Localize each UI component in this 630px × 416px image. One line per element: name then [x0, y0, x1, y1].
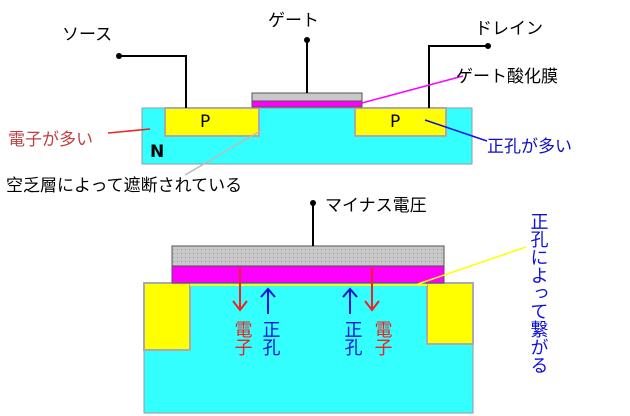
electron-label-1: 電子	[232, 320, 253, 356]
electron-label-2: 電子	[372, 320, 393, 356]
n-label: N	[150, 142, 164, 162]
hole-arrow-1	[260, 287, 276, 314]
n-substrate-bottom	[143, 282, 474, 414]
depletion-pointer	[184, 129, 263, 176]
gate-oxide-top	[251, 100, 363, 108]
electrons-many-label: 電子が多い	[8, 130, 93, 150]
drain-label: ドレイン	[475, 19, 543, 39]
gate-electrode-bottom	[171, 245, 445, 267]
source-wire	[119, 55, 187, 108]
oxide-pointer	[361, 75, 464, 104]
hole-label-1: 正孔	[260, 320, 281, 357]
drain-wire	[428, 45, 488, 108]
bottom-diagram: マイナス電圧 電子 正孔 正孔 電子 正孔によって繋がる	[143, 196, 549, 414]
source-terminal	[116, 53, 122, 59]
gate-label: ゲート	[268, 11, 319, 31]
oxide-label: ゲート酸化膜	[456, 67, 558, 87]
gate-terminal	[304, 37, 310, 43]
source-label: ソース	[62, 25, 112, 45]
p-region-right-bottom	[426, 282, 474, 345]
electrons-pointer	[107, 128, 151, 134]
holes-pointer	[424, 119, 488, 142]
p-region-left-bottom	[143, 282, 191, 351]
p-label-right: P	[390, 112, 400, 132]
electron-arrow-1	[232, 268, 248, 312]
p-label-left: P	[200, 112, 210, 132]
p-region-left	[164, 107, 260, 137]
hole-arrow-2	[342, 287, 358, 314]
gate-oxide-bottom	[171, 265, 445, 284]
negative-terminal	[310, 200, 316, 206]
drain-terminal	[485, 43, 491, 49]
top-diagram: ソース ゲート ドレイン ゲート酸化膜 P P N 電子が多い 正孔が多い 空乏…	[6, 11, 572, 196]
gate-electrode-top	[251, 92, 363, 102]
connected-by-holes-label: 正孔によって繋がる	[528, 212, 549, 374]
channel-pointer	[417, 246, 527, 285]
negative-voltage-label: マイナス電圧	[325, 196, 427, 216]
holes-many-label: 正孔が多い	[487, 137, 572, 157]
hole-label-2: 正孔	[342, 320, 363, 357]
depletion-label: 空乏層によって遮断されている	[6, 176, 242, 196]
electron-arrow-2	[364, 268, 380, 312]
